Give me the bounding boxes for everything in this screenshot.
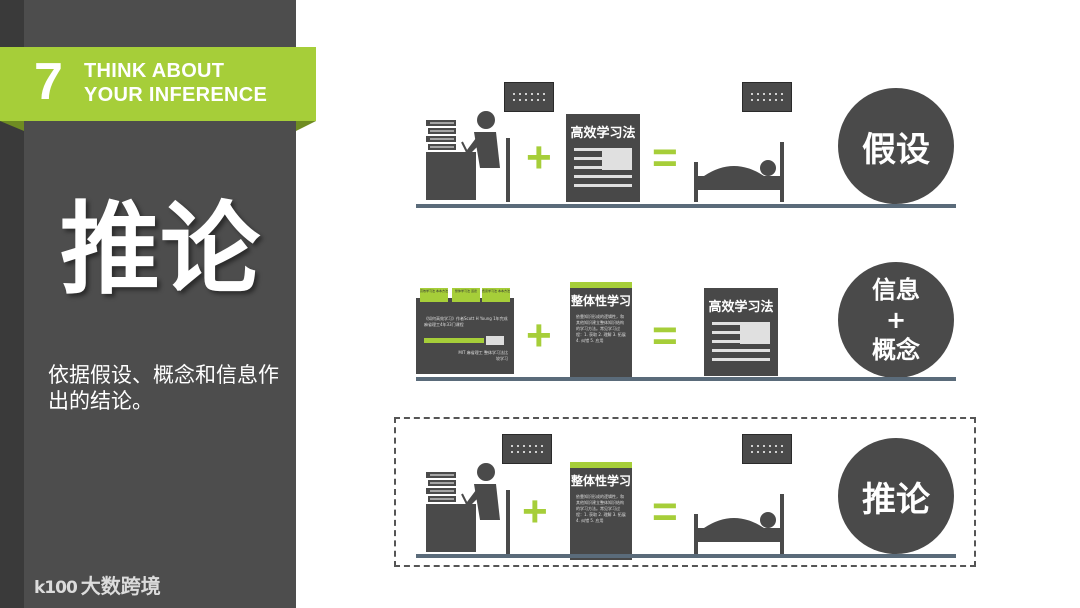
folder-text: 《如何高效学习》作者Scott H Young 1年完成麻省理工4年33门课程 bbox=[424, 316, 508, 327]
document-title: 高效学习法 bbox=[570, 126, 636, 141]
person-at-desk-icon bbox=[426, 463, 510, 554]
folder-tab: 整体学习法 道德 bbox=[452, 288, 480, 302]
result-circle-info-concept: 信息 + 概念 bbox=[838, 262, 954, 378]
banner-title-line2: YOUR INFERENCE bbox=[84, 84, 268, 106]
banner-fold-left bbox=[0, 121, 24, 131]
note-card-icon: 整体性学习 依靠知识形成的逻辑性，和其他知识建立整体知识结构的学习方法。常见学习… bbox=[570, 282, 632, 378]
folder-tab: 高效学习法 本本方法 bbox=[420, 288, 448, 302]
folder-icon: 高效学习法 本本方法 整体学习法 道德 费曼学习法 本本方法 《如何高效学习》作… bbox=[416, 288, 514, 374]
section-banner-title: THINK ABOUT YOUR INFERENCE bbox=[84, 59, 267, 107]
document-title: 高效学习法 bbox=[708, 300, 774, 315]
note-card-title: 整体性学习 bbox=[570, 294, 631, 308]
plus-sign: + bbox=[526, 311, 552, 360]
result-circle-hypothesis: 假设 bbox=[838, 88, 954, 204]
chalkboard-icon bbox=[502, 434, 552, 464]
note-card-body: 依靠知识形成的逻辑性，和其他知识建立整体知识结构的学习方法。常见学习过程：1. … bbox=[576, 314, 626, 343]
circle-line-info: 信息 bbox=[872, 276, 920, 304]
banner-fold-right bbox=[296, 121, 316, 131]
note-card-icon: 整体性学习 依靠知识形成的逻辑性，和其他知识建立整体知识结构的学习方法。常见学习… bbox=[570, 462, 632, 560]
bed-sleeping-icon bbox=[694, 494, 784, 554]
plus-sign: + bbox=[526, 133, 552, 182]
row-baseline bbox=[416, 204, 956, 208]
section-number: 7 bbox=[34, 53, 63, 111]
document-icon: 高效学习法 bbox=[704, 288, 778, 376]
document-image-block bbox=[602, 148, 632, 170]
chalkboard-icon bbox=[504, 82, 554, 112]
conclusion-highlight-box bbox=[394, 417, 976, 567]
folder-footnote: MIT 麻省理工 整体学习法比较学习 bbox=[458, 350, 508, 361]
folder-tab: 费曼学习法 本本方法 bbox=[482, 288, 510, 302]
folder-progress-bar bbox=[424, 338, 484, 343]
chalkboard-icon bbox=[742, 82, 792, 112]
brand-logo-text: 大数跨境 bbox=[80, 574, 161, 598]
book-stack-icon bbox=[426, 472, 456, 502]
plus-sign: + bbox=[522, 487, 548, 536]
circle-line-concept: 概念 bbox=[872, 336, 920, 364]
person-at-desk-icon bbox=[426, 111, 510, 202]
row-baseline bbox=[416, 554, 956, 558]
section-banner bbox=[0, 47, 316, 121]
page-description: 依据假设、概念和信息作出的结论。 bbox=[48, 363, 279, 413]
page-title: 推论 bbox=[60, 191, 260, 308]
folder-progress-end bbox=[486, 336, 504, 345]
equals-sign: = bbox=[652, 133, 678, 182]
result-circle-inference: 推论 bbox=[838, 438, 954, 554]
note-card-title: 整体性学习 bbox=[570, 474, 631, 488]
book-stack-icon bbox=[426, 120, 456, 150]
chalkboard-icon bbox=[742, 434, 792, 464]
row-baseline bbox=[416, 377, 956, 381]
document-image-block bbox=[740, 322, 770, 344]
circle-plus: + bbox=[885, 306, 907, 334]
banner-title-line1: THINK ABOUT bbox=[84, 60, 225, 82]
document-icon: 高效学习法 bbox=[566, 114, 640, 202]
brand-logo-mark: k100 bbox=[34, 578, 78, 598]
equals-sign: = bbox=[652, 487, 678, 536]
equals-sign: = bbox=[652, 311, 678, 360]
bed-sleeping-icon bbox=[694, 142, 784, 202]
note-card-body: 依靠知识形成的逻辑性，和其他知识建立整体知识结构的学习方法。常见学习过程：1. … bbox=[576, 494, 626, 523]
